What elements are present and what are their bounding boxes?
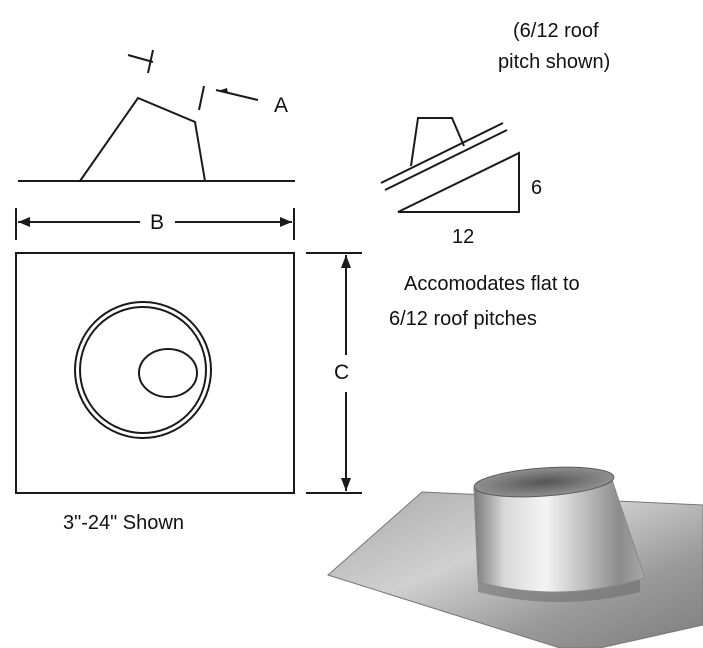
dimension-a-label: A bbox=[274, 94, 289, 117]
dimension-b bbox=[15, 208, 295, 240]
base-plate bbox=[15, 252, 295, 494]
outer-ring-b bbox=[79, 306, 207, 434]
dimension-c-label: C bbox=[334, 361, 350, 384]
dimension-b-label: B bbox=[150, 211, 165, 234]
product-photo bbox=[327, 466, 703, 648]
inner-opening bbox=[138, 348, 198, 398]
accommodation-note-line-1: Accomodates flat to bbox=[404, 273, 580, 295]
pitched-roof-line bbox=[380, 122, 504, 184]
plan-view bbox=[15, 252, 295, 494]
size-note: 3"-24" Shown bbox=[63, 512, 184, 534]
pitch-triangle bbox=[397, 151, 520, 213]
pitch-note-line-1: (6/12 roof bbox=[513, 20, 599, 42]
cone-top-opening bbox=[473, 466, 615, 498]
pitch-run-label: 12 bbox=[452, 226, 475, 248]
accommodation-note-line-2: 6/12 roof pitches bbox=[389, 308, 537, 330]
pitch-note-line-2: pitch shown) bbox=[498, 51, 611, 73]
flashing-profile bbox=[79, 96, 206, 182]
side-view bbox=[18, 49, 295, 182]
pitched-flashing bbox=[410, 117, 465, 167]
pitch-illustration bbox=[380, 117, 520, 213]
outer-ring-a bbox=[74, 301, 212, 439]
pitch-rise-label: 6 bbox=[531, 177, 543, 199]
dimension-c bbox=[306, 252, 362, 494]
